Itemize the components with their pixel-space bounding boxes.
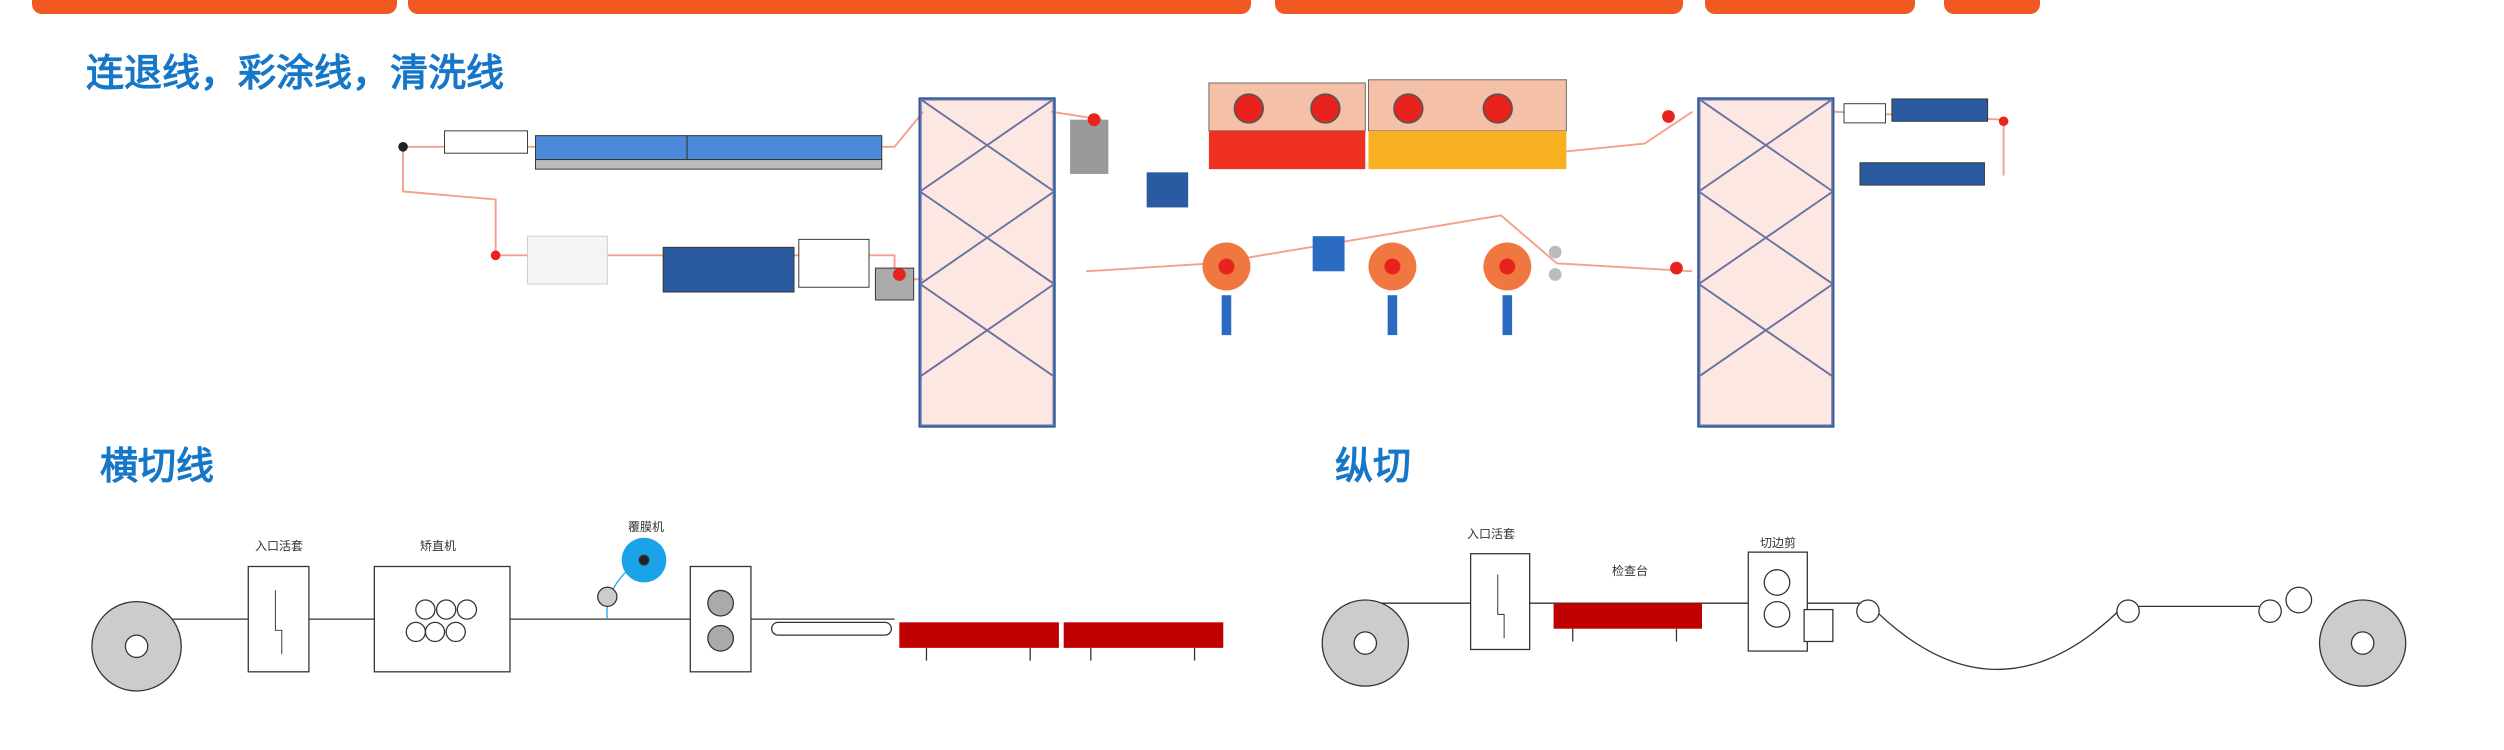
top-tab-5[interactable] <box>1944 0 2040 14</box>
label-leveler: 矫直机 <box>420 539 457 553</box>
accumulator-tower-left <box>918 97 1056 428</box>
top-tab-3[interactable] <box>1275 0 1683 14</box>
label-inspection-table: 检查台 <box>1612 564 1649 578</box>
section-title-slitting: 纵切 <box>1335 444 1412 488</box>
top-tab-2[interactable] <box>408 0 1251 14</box>
section-title-cut-to-length: 横切线 <box>100 444 215 488</box>
accumulator-tower-right <box>1697 97 1835 428</box>
cut-to-length-line <box>91 537 1224 692</box>
cleaning-rollers <box>1202 236 1532 336</box>
coating-ovens <box>1070 79 1567 208</box>
label-entry-looper-slit: 入口活套 <box>1467 527 1516 541</box>
section-title-annealing-coating-cleaning: 连退线，彩涂线，清洗线 <box>86 51 505 95</box>
entry-equipment <box>444 130 915 301</box>
exit-equipment <box>1843 98 1989 186</box>
top-tab-4[interactable] <box>1705 0 1915 14</box>
label-entry-looper-ctl: 入口活套 <box>255 539 304 553</box>
top-tab-1[interactable] <box>32 0 397 14</box>
label-film-laminator: 覆膜机 <box>628 520 665 534</box>
slitting-line <box>1321 551 2407 687</box>
rollers-red <box>398 110 2009 281</box>
label-edge-trimmer: 切边剪 <box>1760 536 1797 550</box>
